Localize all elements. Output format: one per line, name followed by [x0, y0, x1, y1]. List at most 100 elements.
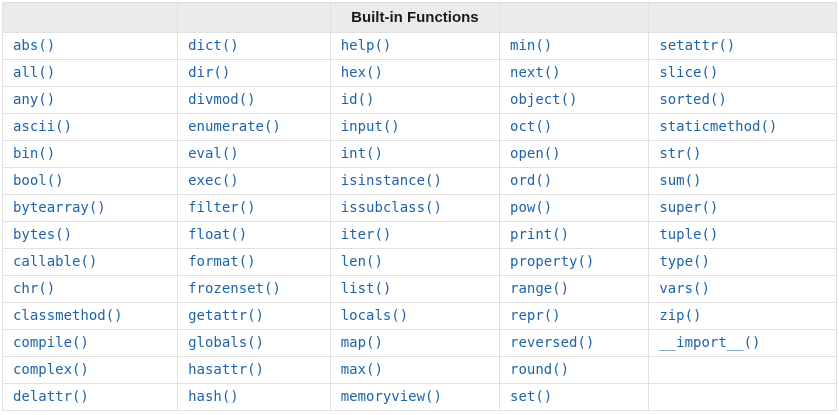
function-link[interactable]: any() — [13, 92, 56, 108]
function-link[interactable]: frozenset() — [188, 281, 281, 297]
function-link[interactable]: round() — [510, 362, 570, 378]
function-link[interactable]: dict() — [188, 38, 239, 54]
function-link[interactable]: memoryview() — [340, 389, 442, 405]
function-link[interactable]: delattr() — [13, 389, 89, 405]
function-cell: staticmethod() — [648, 113, 837, 141]
function-cell: format() — [177, 248, 331, 276]
table-row: bool() exec() isinstance() ord() sum() — [1, 167, 837, 195]
function-link[interactable]: reversed() — [510, 335, 595, 351]
function-link[interactable]: format() — [188, 254, 256, 270]
function-link[interactable]: locals() — [340, 308, 409, 324]
function-link[interactable]: len() — [340, 254, 383, 270]
function-cell: chr() — [1, 275, 179, 303]
function-cell: classmethod() — [1, 302, 179, 330]
table-row: bytes() float() iter() print() tuple() — [1, 221, 837, 249]
function-cell: any() — [1, 86, 179, 114]
function-link[interactable]: enumerate() — [188, 119, 281, 135]
function-link[interactable]: next() — [510, 65, 561, 81]
function-link[interactable]: eval() — [188, 146, 239, 162]
function-cell: float() — [177, 221, 331, 249]
function-link[interactable]: print() — [510, 227, 570, 243]
function-link[interactable]: set() — [510, 389, 553, 405]
function-link[interactable]: abs() — [13, 38, 56, 54]
table-row: compile() globals() map() reversed() __impor… — [1, 329, 837, 357]
function-link[interactable]: min() — [510, 38, 553, 54]
function-link[interactable]: setattr() — [659, 38, 736, 54]
function-cell: slice() — [648, 59, 837, 87]
function-link[interactable]: help() — [340, 38, 392, 54]
function-link[interactable]: hash() — [188, 389, 239, 405]
function-link[interactable]: bytearray() — [13, 200, 106, 216]
function-link[interactable]: property() — [510, 254, 595, 270]
function-link[interactable]: float() — [188, 227, 248, 243]
function-link[interactable]: classmethod() — [13, 308, 123, 324]
function-cell: abs() — [1, 32, 179, 60]
function-link[interactable]: oct() — [510, 119, 553, 135]
function-cell: complex() — [1, 356, 179, 384]
function-link[interactable]: globals() — [188, 335, 264, 351]
function-link[interactable]: super() — [659, 200, 719, 216]
function-cell: sum() — [648, 167, 837, 195]
function-cell: range() — [499, 275, 650, 303]
function-link[interactable]: open() — [510, 146, 561, 162]
function-link[interactable]: staticmethod() — [659, 119, 778, 135]
function-cell: dict() — [177, 32, 331, 60]
function-link[interactable]: isinstance() — [340, 173, 442, 189]
function-cell: tuple() — [648, 221, 837, 249]
function-link[interactable]: pow() — [510, 200, 553, 216]
function-link[interactable]: max() — [340, 362, 383, 378]
function-cell: reversed() — [499, 329, 650, 357]
function-link[interactable]: object() — [510, 92, 578, 108]
function-cell: memoryview() — [329, 383, 501, 411]
function-link[interactable]: issubclass() — [340, 200, 442, 216]
function-link[interactable]: hex() — [340, 65, 383, 81]
function-link[interactable]: vars() — [659, 281, 710, 297]
function-cell: open() — [499, 140, 650, 168]
function-link[interactable]: all() — [13, 65, 56, 81]
function-cell: callable() — [1, 248, 179, 276]
header-cell-empty-5 — [648, 2, 837, 33]
function-link[interactable]: type() — [659, 254, 710, 270]
function-link[interactable]: bool() — [13, 173, 64, 189]
function-link[interactable]: repr() — [510, 308, 561, 324]
table-row: abs() dict() help() min() setattr() — [1, 32, 837, 60]
function-link[interactable]: range() — [510, 281, 570, 297]
function-link[interactable]: id() — [340, 92, 375, 108]
function-link[interactable]: sum() — [659, 173, 702, 189]
function-cell: filter() — [177, 194, 331, 222]
function-link[interactable]: chr() — [13, 281, 56, 297]
function-cell: max() — [329, 356, 501, 384]
function-link[interactable]: slice() — [659, 65, 719, 81]
function-link[interactable]: map() — [340, 335, 383, 351]
function-link[interactable]: zip() — [659, 308, 702, 324]
function-link[interactable]: input() — [340, 119, 400, 135]
function-link[interactable]: ord() — [510, 173, 553, 189]
function-link[interactable]: exec() — [188, 173, 239, 189]
function-link[interactable]: getattr() — [188, 308, 264, 324]
function-link[interactable]: divmod() — [188, 92, 256, 108]
function-cell: help() — [329, 32, 501, 60]
function-link[interactable]: ascii() — [13, 119, 73, 135]
function-cell: delattr() — [1, 383, 179, 411]
function-link[interactable]: dir() — [188, 65, 231, 81]
function-link[interactable]: sorted() — [659, 92, 727, 108]
header-cell-empty-4 — [499, 2, 650, 33]
function-link[interactable]: callable() — [13, 254, 98, 270]
function-cell: map() — [329, 329, 501, 357]
function-link[interactable]: hasattr() — [188, 362, 264, 378]
function-link[interactable]: tuple() — [659, 227, 719, 243]
function-link[interactable]: complex() — [13, 362, 89, 378]
function-link[interactable]: filter() — [188, 200, 256, 216]
function-link[interactable]: bin() — [13, 146, 56, 162]
function-link[interactable]: int() — [340, 146, 383, 162]
table-row: complex() hasattr() max() round() — [1, 356, 837, 384]
function-cell: bytearray() — [1, 194, 179, 222]
function-link[interactable]: bytes() — [13, 227, 73, 243]
function-link[interactable]: list() — [340, 281, 392, 297]
function-link[interactable]: compile() — [13, 335, 89, 351]
function-link[interactable]: str() — [659, 146, 702, 162]
function-cell: list() — [329, 275, 501, 303]
function-link[interactable]: __import__() — [659, 335, 761, 351]
function-link[interactable]: iter() — [340, 227, 392, 243]
